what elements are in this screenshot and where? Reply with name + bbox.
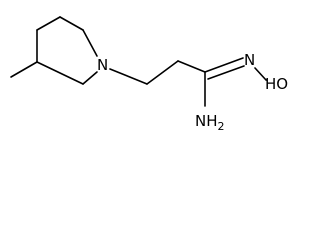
ring-nitrogen-label: N [97, 56, 108, 74]
chemical-structure-diagram: N N HO NH2 [10, 16, 288, 133]
ring-bond-c3-c4 [59, 16, 84, 31]
chain-bond-ch2-c [177, 60, 206, 73]
ring-bond-c4-n [82, 29, 98, 57]
structure-canvas: N N HO NH2 [10, 16, 289, 133]
hydroxyl-label: HO [265, 75, 288, 93]
amine-label: NH2 [195, 112, 225, 133]
double-bond-c-n-inner [207, 65, 245, 80]
oxime-nitrogen-label: N [244, 51, 255, 69]
bond-n-o [254, 67, 267, 81]
ring-bond-c6-c5 [36, 61, 84, 85]
methyl-bond [10, 61, 38, 78]
chain-bond-ch2-ch2 [146, 60, 179, 85]
ring-bond-n-c6 [82, 71, 98, 85]
ring-bond-c2-c3 [36, 16, 61, 31]
double-bond-c-n-outer [204, 57, 244, 73]
chain-bond-n-ch2 [109, 68, 148, 85]
